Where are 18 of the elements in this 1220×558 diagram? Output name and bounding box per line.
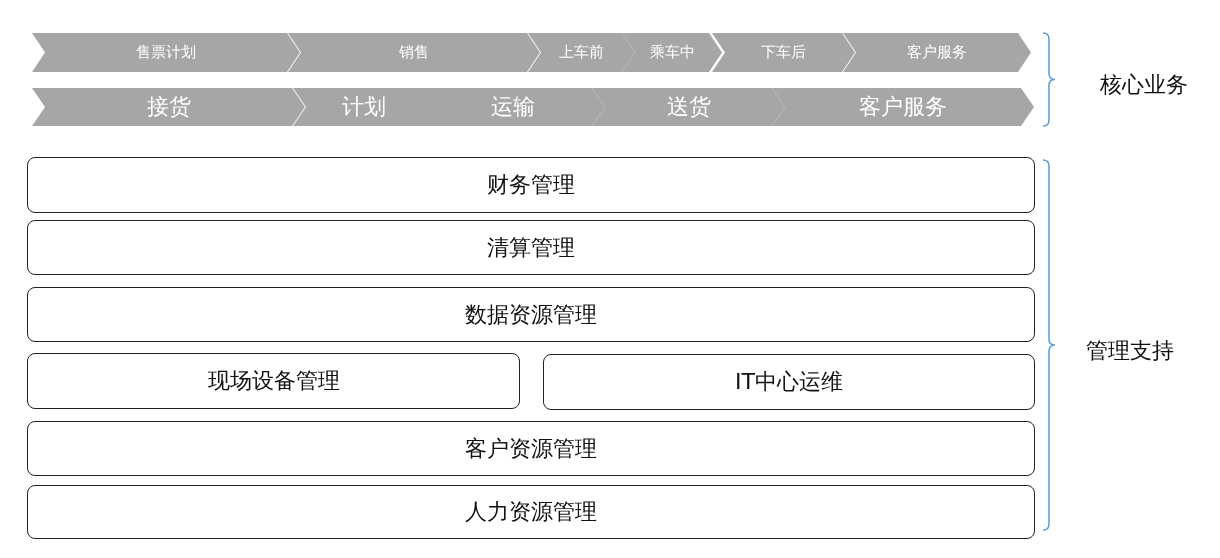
management-box: 现场设备管理 bbox=[27, 353, 520, 409]
chevron-step: 售票计划 bbox=[32, 33, 300, 72]
management-box: 财务管理 bbox=[27, 157, 1035, 213]
chevron-step: 下车后 bbox=[712, 33, 855, 72]
chevron-step: 运输 bbox=[420, 88, 605, 126]
group-label: 核心业务 bbox=[1100, 71, 1188, 99]
management-box: 清算管理 bbox=[27, 220, 1035, 275]
chevron-step: 客户服务 bbox=[772, 88, 1034, 126]
management-box: 人力资源管理 bbox=[27, 485, 1035, 539]
group-label: 管理支持 bbox=[1086, 337, 1174, 365]
chevron-step: 上车前 bbox=[528, 33, 635, 72]
management-box: 客户资源管理 bbox=[27, 421, 1035, 476]
chevron-step: 送货 bbox=[592, 88, 785, 126]
management-box: 数据资源管理 bbox=[27, 287, 1035, 342]
chevron-step: 客户服务 bbox=[843, 33, 1031, 72]
management-box: IT中心运维 bbox=[543, 354, 1035, 410]
chevron-step: 接货 bbox=[32, 88, 305, 126]
chevron-step: 乘车中 bbox=[622, 33, 722, 72]
